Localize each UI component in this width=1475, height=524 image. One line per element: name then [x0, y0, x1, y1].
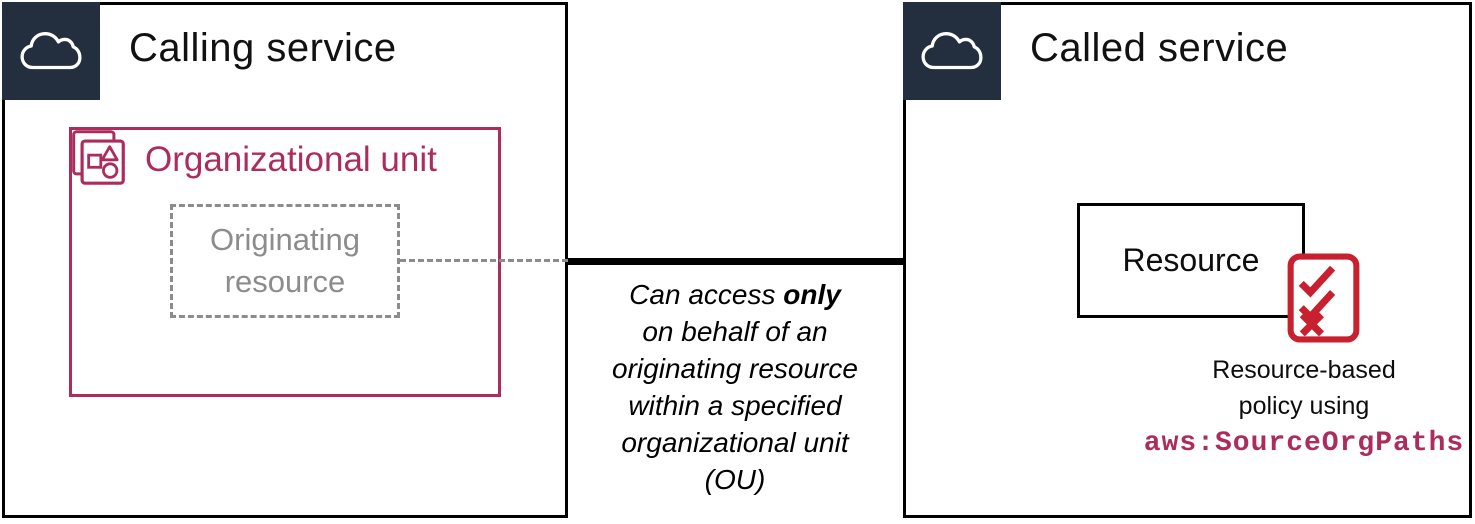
resource-label: Resource	[1122, 242, 1260, 278]
organizational-unit-icon	[69, 127, 127, 187]
called-service-tile	[903, 2, 1001, 100]
originating-resource-box: Originating resource	[170, 204, 400, 318]
policy-checklist-icon	[1287, 253, 1360, 343]
resource-policy-caption: Resource-based policy using aws:SourceOr…	[1143, 356, 1465, 459]
calling-service-title: Calling service	[129, 26, 397, 70]
calling-service-tile	[2, 2, 100, 100]
originating-resource-label: Originating resource	[210, 222, 360, 299]
access-arrow-line	[568, 258, 1044, 265]
dashed-connector-line	[400, 259, 568, 262]
condition-key-label: aws:SourceOrgPaths	[1143, 428, 1465, 459]
called-service-title: Called service	[1030, 26, 1289, 70]
organizational-unit-title: Organizational unit	[145, 140, 437, 179]
cloud-icon	[919, 27, 985, 75]
cloud-icon	[18, 27, 84, 75]
access-condition-label: Can access only on behalf of an originat…	[612, 279, 858, 495]
resource-box: Resource	[1077, 203, 1305, 318]
